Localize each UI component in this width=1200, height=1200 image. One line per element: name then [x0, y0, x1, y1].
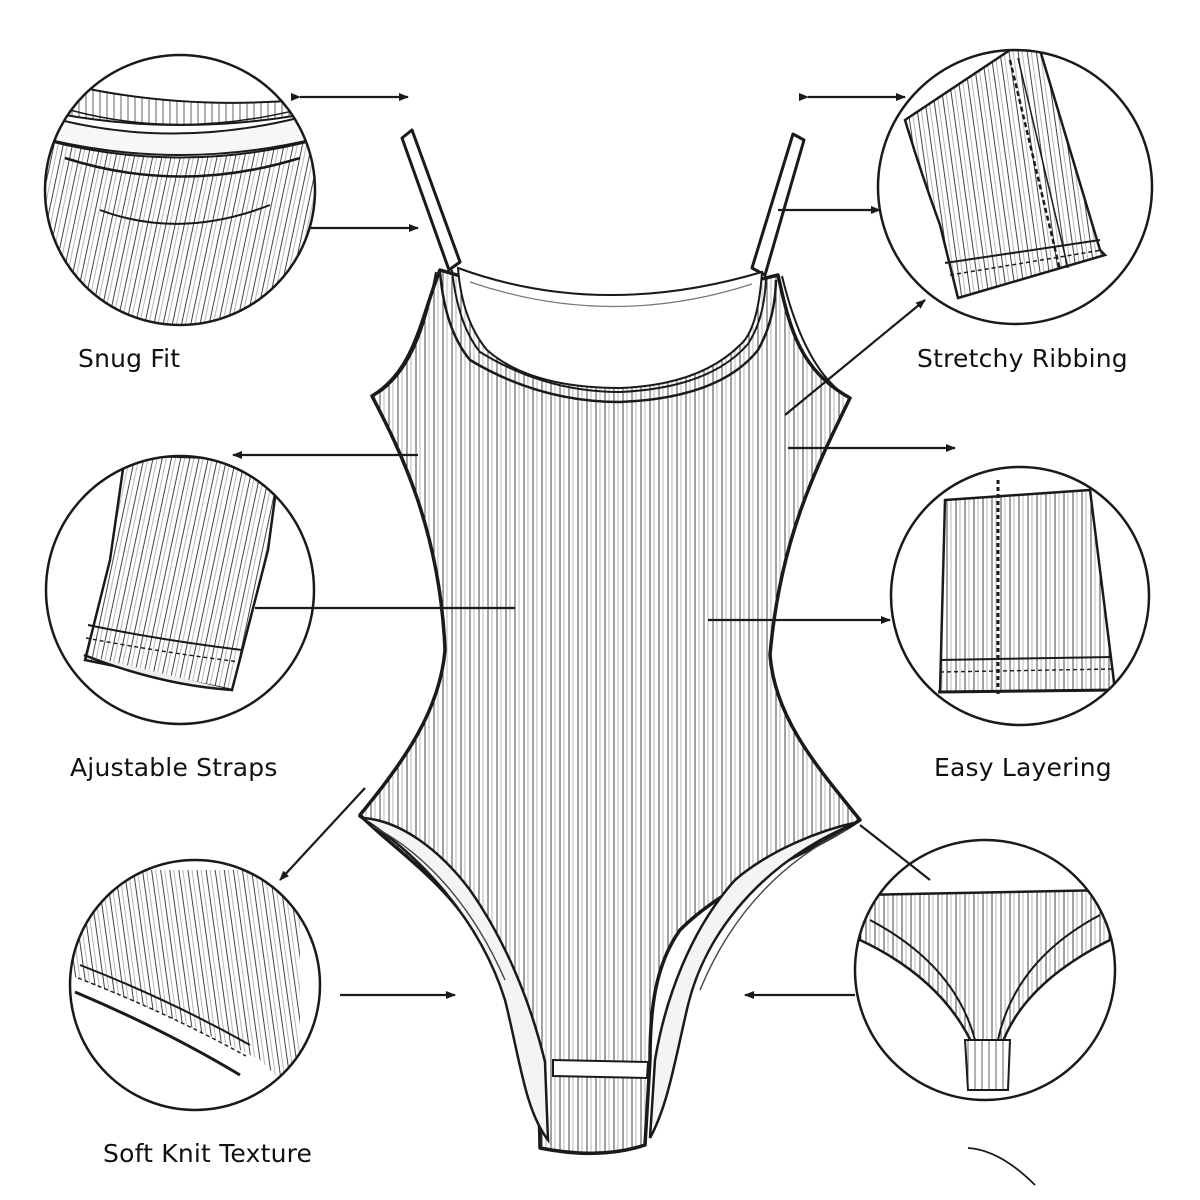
neckline-binding-outer: [438, 271, 778, 404]
arrow-soft-knit-diagonal: [279, 787, 366, 881]
label-stretchy-ribbing: Stretchy Ribbing: [917, 344, 1128, 373]
left-strap: [400, 128, 462, 272]
arrow-stretchy-ribbing: [784, 299, 926, 416]
neckline-binding-inner: [451, 269, 767, 394]
detail-circle-stretchy-ribbing: [876, 48, 1154, 326]
crotch-band: [552, 1058, 650, 1080]
right-leg-opening: [648, 820, 859, 1139]
detail-circle-easy-layering: [889, 465, 1151, 727]
label-snug-fit: Snug Fit: [78, 344, 181, 373]
detail-circle-adjustable-straps: [44, 454, 316, 726]
neck-opening: [456, 266, 764, 390]
detail-circle-soft-knit-texture: [68, 858, 322, 1112]
stray-stroke: [967, 1147, 1036, 1186]
label-easy-layering: Easy Layering: [934, 753, 1112, 782]
label-soft-knit-texture: Soft Knit Texture: [103, 1139, 313, 1168]
detail-circle-snug-fit: [43, 53, 317, 327]
detail-circle-gusset: [853, 838, 1117, 1102]
left-armhole-binding: [379, 271, 437, 393]
label-adjustable-straps: Ajustable Straps: [70, 753, 278, 782]
left-leg-opening: [357, 816, 550, 1144]
leader-gusset-diagonal: [859, 824, 931, 881]
bodysuit-illustration: [357, 128, 862, 1156]
right-armhole-binding: [781, 275, 847, 397]
right-strap: [750, 132, 806, 277]
leader-lines: [232, 93, 1036, 1186]
